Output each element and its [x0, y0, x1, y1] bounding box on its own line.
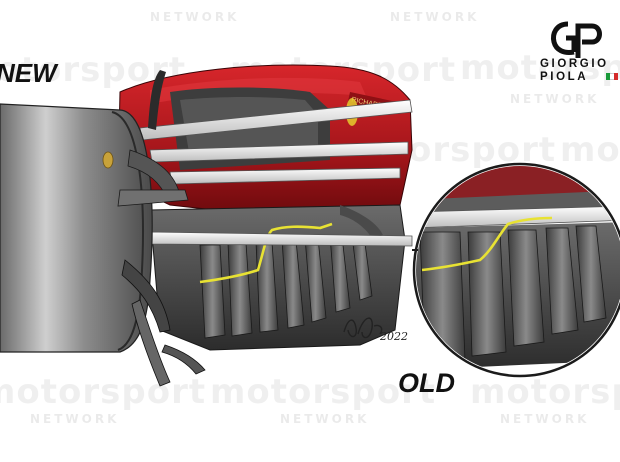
brand-name-last: PIOLA: [540, 71, 589, 83]
old-label: OLD: [398, 368, 455, 398]
signature-mark-icon: [343, 317, 383, 339]
old-detail-inset: [412, 162, 620, 378]
artist-signature: 2022: [340, 310, 410, 347]
watermark-sub: NETWORK: [500, 412, 590, 426]
watermark-word: motorsport: [470, 372, 620, 412]
watermark-word: motorsport: [460, 48, 620, 88]
flag-stripe-red: [614, 73, 618, 80]
new-label: NEW: [0, 58, 57, 88]
italian-flag-icon: [606, 73, 618, 80]
flag-stripe-white: [610, 73, 614, 80]
brand-logo-icon: [551, 21, 602, 58]
watermark-sub: NETWORK: [510, 92, 600, 106]
watermark-sub: NETWORK: [280, 412, 370, 426]
watermark-word: motorsport: [0, 372, 207, 412]
watermark-sub: NETWORK: [390, 10, 480, 24]
rear-wheel-rim: [0, 103, 206, 387]
brand-logo: GIORGIO PIOLA: [536, 18, 618, 88]
brand-name-first: GIORGIO: [540, 58, 609, 70]
flag-stripe-green: [606, 73, 610, 80]
watermark-word: motorsport: [560, 130, 620, 170]
watermark-sub: NETWORK: [150, 10, 240, 24]
watermark-sub: NETWORK: [30, 412, 120, 426]
watermark-word: motorsport: [210, 372, 437, 412]
suspension-struts: [139, 70, 413, 247]
signature-year: 2022: [380, 330, 408, 343]
